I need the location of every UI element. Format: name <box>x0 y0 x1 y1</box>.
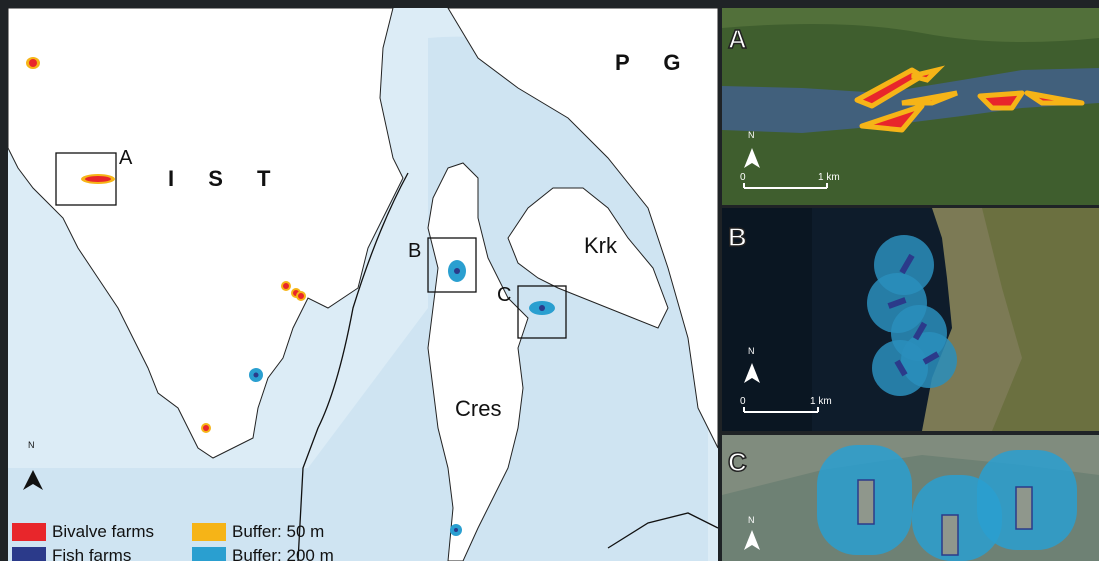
scale-label-zero: 0 <box>740 172 746 183</box>
main-map: I S T P G Krk Cres A B C N Bivalve farms… <box>8 8 718 561</box>
boundary-line-southeast <box>607 512 718 549</box>
legend-swatch-fish <box>12 547 46 561</box>
island-label-cres: Cres <box>455 396 502 421</box>
north-label: N <box>748 515 755 525</box>
inset-panel-a: A N 0 1 km <box>722 8 1099 205</box>
north-label: N <box>748 346 755 356</box>
inset-c-canvas <box>722 435 1099 561</box>
legend-label-buffer-50: Buffer: 50 m <box>232 522 325 541</box>
inset-c-buffers <box>817 445 1077 561</box>
island-label-krk: Krk <box>584 233 617 258</box>
sea-area <box>8 36 708 561</box>
legend-label-fish: Fish farms <box>52 546 132 561</box>
legend-label-buffer-200: Buffer: 200 m <box>232 546 334 561</box>
inset-panel-c: C N <box>722 435 1099 561</box>
boundary-line <box>297 172 409 561</box>
map-legend: Bivalve farms Fish farms Buffer: 50 m Bu… <box>8 518 408 561</box>
inset-b-buffers <box>867 235 957 396</box>
legend-swatch-buffer-200 <box>192 547 226 561</box>
north-label: N <box>748 130 755 140</box>
north-arrow-icon <box>744 530 760 550</box>
legend-item-fish: Fish farms <box>12 546 131 561</box>
inset-box-c <box>517 285 567 339</box>
north-label: N <box>28 440 35 450</box>
legend-label-bivalve: Bivalve farms <box>52 522 155 541</box>
north-arrow-icon <box>744 363 760 383</box>
box-label-c: C <box>497 284 512 306</box>
legend-item-bivalve: Bivalve farms <box>12 522 154 542</box>
inset-letter-b: B <box>727 221 747 253</box>
box-label-b: B <box>408 240 422 262</box>
legend-item-buffer-200: Buffer: 200 m <box>192 546 334 561</box>
inset-a-farms <box>854 65 1085 133</box>
legend-swatch-buffer-50 <box>192 523 226 541</box>
main-map-canvas <box>8 8 718 561</box>
inset-b-canvas <box>722 208 1099 431</box>
inset-letter-c: C <box>727 446 747 478</box>
mainland-northeast <box>447 8 718 449</box>
north-arrow-icon <box>23 470 43 490</box>
region-label-pg: P G <box>615 50 695 75</box>
inset-panel-b: B N 0 1 km <box>722 208 1099 431</box>
krk-island <box>507 187 669 329</box>
inset-letter-a: A <box>727 23 747 55</box>
inset-a-canvas <box>722 8 1099 205</box>
scale-label-zero: 0 <box>740 396 746 407</box>
north-arrow-icon <box>744 148 760 168</box>
farm-markers <box>26 57 555 536</box>
inset-box-b <box>427 237 477 293</box>
scale-label-km: 1 km <box>818 172 840 183</box>
box-label-a: A <box>119 147 133 169</box>
istria-peninsula <box>8 8 404 459</box>
region-label-istria: I S T <box>168 166 285 191</box>
inset-box-a <box>55 152 117 206</box>
legend-swatch-bivalve <box>12 523 46 541</box>
legend-item-buffer-50: Buffer: 50 m <box>192 522 324 542</box>
scale-label-km: 1 km <box>810 396 832 407</box>
